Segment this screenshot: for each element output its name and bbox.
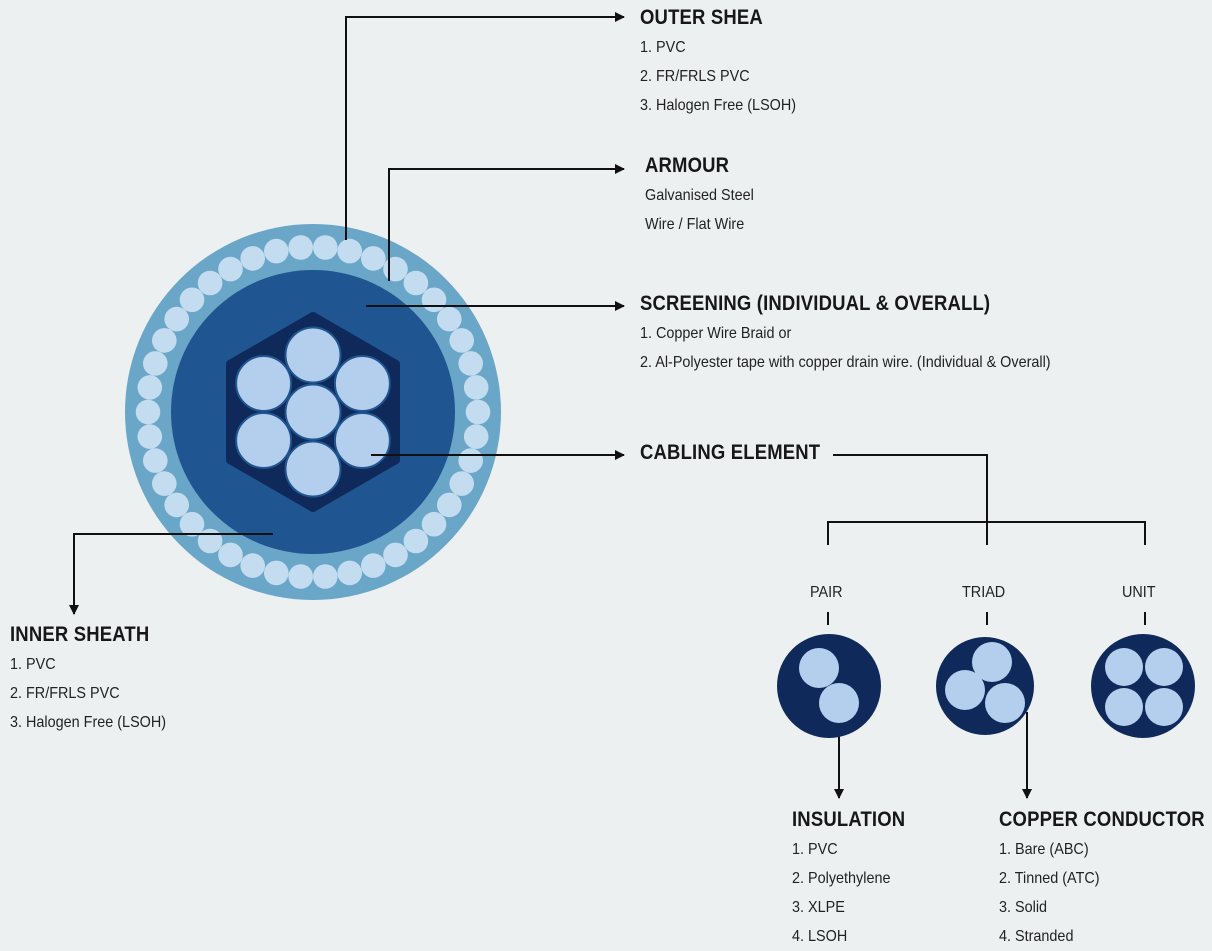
conductor-group — [235, 326, 391, 498]
copper-conductor-item: 4. Stranded — [999, 928, 1074, 945]
copper-conductor-title: COPPER CONDUCTOR — [999, 808, 1205, 831]
armour-wire — [143, 351, 168, 376]
outer-sheath-item: 2. FR/FRLS PVC — [640, 68, 750, 85]
conductor-strand — [284, 326, 342, 384]
armour-wire — [437, 492, 462, 518]
screening-title: SCREENING (INDIVIDUAL & OVERALL) — [640, 292, 991, 315]
pair-element — [777, 634, 881, 738]
triad-element — [936, 637, 1034, 735]
insulation-item: 4. LSOH — [792, 928, 848, 945]
inner-sheath-item: 2. FR/FRLS PVC — [10, 685, 120, 702]
armour-leader — [388, 164, 625, 281]
armour-wire — [197, 270, 223, 296]
armour-wire — [179, 287, 205, 313]
cabling-type-unit: UNIT — [1122, 584, 1156, 601]
insulation-item: 1. PVC — [792, 841, 838, 858]
conductor-strand — [333, 355, 391, 412]
armour-wire — [449, 328, 475, 353]
armour-wire — [463, 424, 489, 449]
outer-sheath-callout: OUTER SHEA 1. PVC 2. FR/FRLS PVC 3. Halo… — [640, 6, 813, 120]
insulation-title: INSULATION — [792, 808, 906, 831]
armour-wire — [361, 553, 386, 578]
armour-wire — [337, 238, 363, 264]
armour-wire — [164, 492, 189, 518]
unit-element — [1091, 634, 1195, 738]
armour-wire — [421, 511, 447, 537]
insulation-callout: INSULATION 1. PVC 2. Polyethylene 3. XLP… — [792, 808, 921, 951]
armour-item: Galvanised Steel — [645, 187, 754, 204]
cabling-type-triad: TRIAD — [962, 584, 1006, 601]
armour-wire-ring — [135, 235, 491, 589]
armour-title: ARMOUR — [645, 154, 730, 177]
armour-wire — [197, 528, 223, 554]
outer-sheath-title: OUTER SHEA — [640, 6, 763, 29]
copper-conductor-item: 2. Tinned (ATC) — [999, 870, 1100, 887]
cabling-type-pair: PAIR — [810, 584, 843, 601]
armour-wire — [337, 560, 363, 586]
armour-wire — [361, 246, 386, 271]
armour-wire — [403, 270, 429, 296]
armour-wire — [164, 306, 189, 332]
armour-wire — [288, 564, 314, 589]
cabling-element-title: CABLING ELEMENT — [640, 441, 821, 464]
copper-conductor-item: 3. Solid — [999, 899, 1048, 916]
inner-sheath-item: 1. PVC — [10, 656, 56, 673]
inner-sheath-leader — [69, 533, 273, 615]
armour-wire — [137, 424, 163, 449]
inner-sheath-item: 3. Halogen Free (LSOH) — [10, 714, 167, 731]
conductor-strand — [284, 383, 342, 441]
armour-wire — [458, 351, 484, 376]
armour-wire — [179, 511, 205, 537]
cabling-tree-line — [833, 454, 988, 522]
screening-item: 2. Al-Polyester tape with copper drain w… — [640, 354, 1051, 371]
armour-wire — [421, 287, 447, 313]
insulation-item: 3. XLPE — [792, 899, 845, 916]
armour-wire — [152, 471, 177, 496]
inner-sheath-title: INNER SHEATH — [10, 623, 150, 646]
armour-wire — [458, 448, 484, 473]
armour-item: Wire / Flat Wire — [645, 216, 745, 233]
copper-conductor-callout: COPPER CONDUCTOR 1. Bare (ABC) 2. Tinned… — [999, 808, 1212, 951]
armour-wire — [383, 256, 408, 282]
armour-wire — [143, 448, 168, 473]
screening-item: 1. Copper Wire Braid or — [640, 325, 792, 342]
outer-sheath-leader — [345, 12, 625, 240]
armour-wire — [218, 256, 243, 282]
armour-wire — [288, 235, 314, 260]
armour-wire — [383, 542, 408, 568]
conductor-strand — [235, 355, 293, 412]
leader-lines — [69, 12, 1146, 799]
armour-wire — [264, 238, 289, 264]
outer-sheath-item: 1. PVC — [640, 39, 686, 56]
armour-wire — [463, 375, 489, 400]
conductor-strand — [235, 412, 293, 469]
conductor-strand — [333, 412, 391, 469]
armour-wire — [240, 553, 265, 578]
copper-conductor-item: 1. Bare (ABC) — [999, 841, 1089, 858]
cable-cross-section — [125, 224, 501, 600]
armour-wire — [449, 471, 475, 496]
armour-wire — [313, 235, 338, 260]
armour-wire — [403, 528, 429, 554]
armour-wire — [465, 399, 491, 425]
inner-sheath-callout: INNER SHEATH 1. PVC 2. FR/FRLS PVC 3. Ha… — [10, 623, 183, 737]
insulation-item: 2. Polyethylene — [792, 870, 891, 887]
armour-wire — [313, 564, 338, 589]
armour-wire — [137, 375, 163, 400]
conductor-strand — [284, 440, 342, 498]
armour-wire — [264, 560, 289, 586]
armour-wire — [437, 306, 462, 332]
armour-wire — [218, 542, 243, 568]
armour-wire — [152, 328, 177, 353]
screening-callout: SCREENING (INDIVIDUAL & OVERALL) 1. Copp… — [640, 292, 1096, 377]
outer-sheath-item: 3. Halogen Free (LSOH) — [640, 97, 797, 114]
armour-callout: ARMOUR Galvanised Steel Wire / Flat Wire — [645, 154, 766, 239]
armour-wire — [240, 246, 265, 271]
armour-wire — [135, 399, 161, 425]
